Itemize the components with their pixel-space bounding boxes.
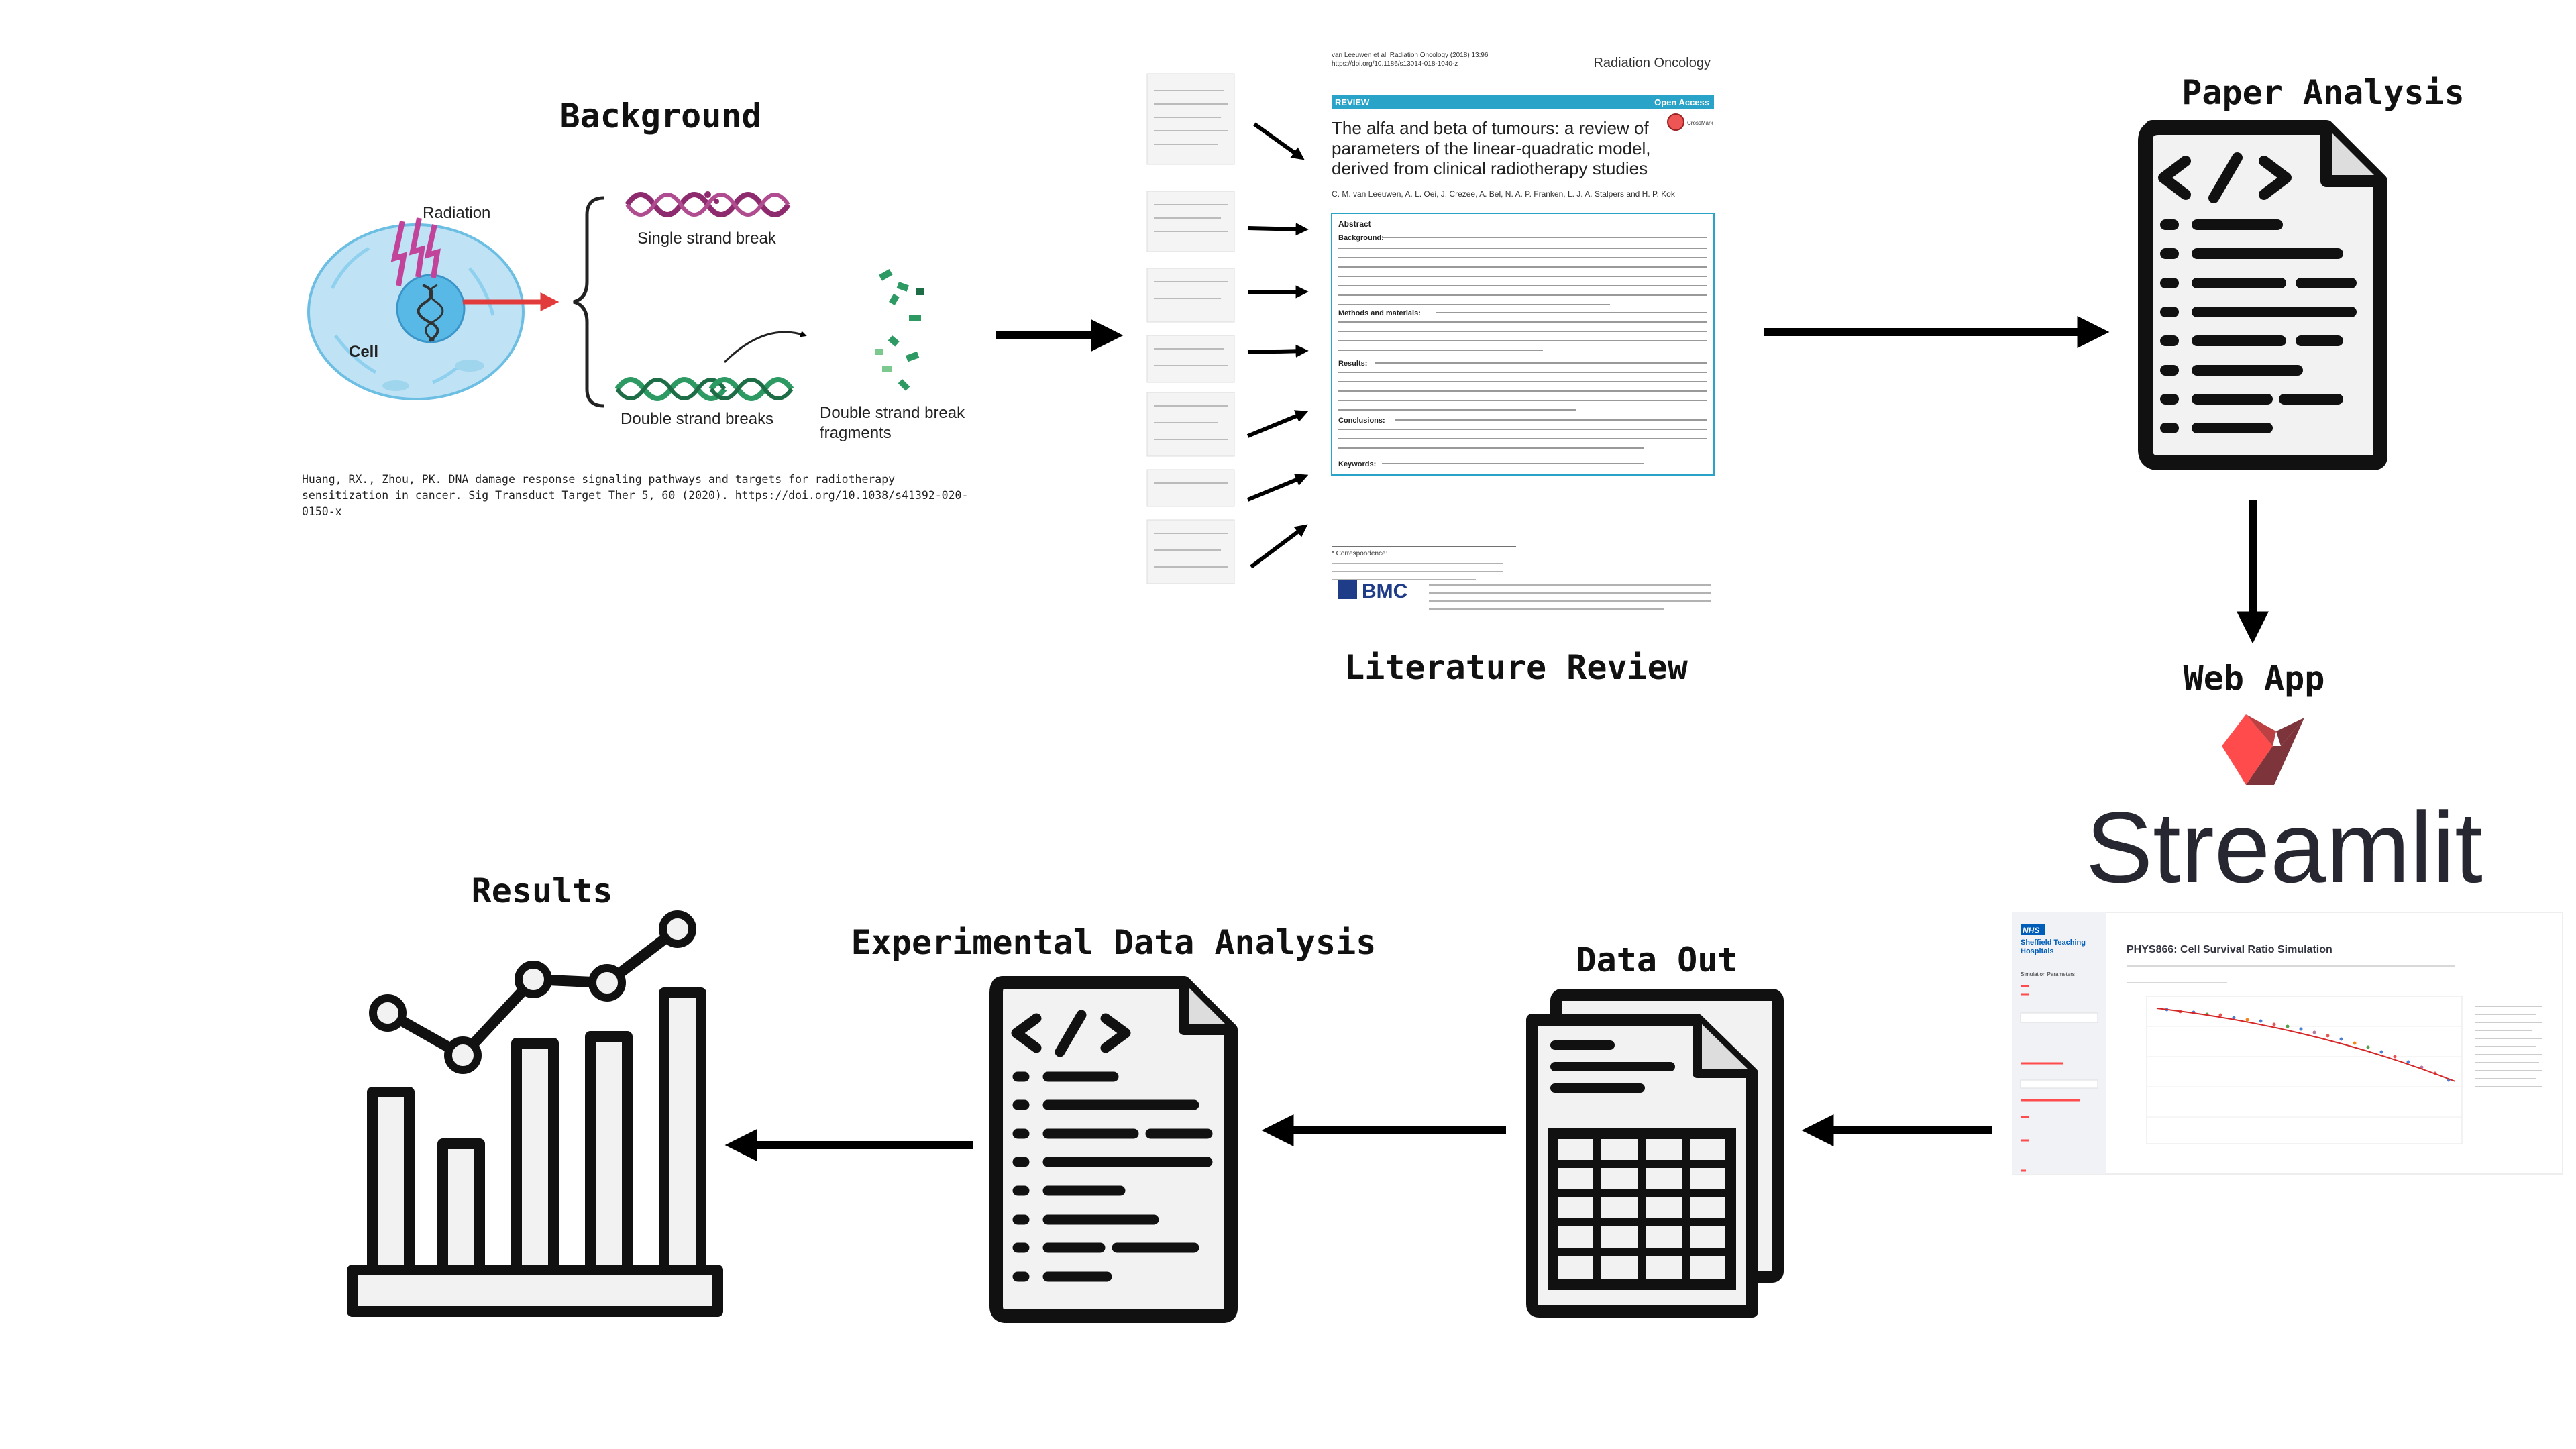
review-paper: van Leeuwen et al. Radiation Oncology (2… bbox=[1328, 47, 1717, 610]
paper-keywords: Keywords: bbox=[1338, 460, 1376, 468]
app-plot-area bbox=[2146, 996, 2463, 1144]
document-table-icon bbox=[1526, 989, 1784, 1318]
bmc-logo-icon bbox=[1338, 580, 1357, 599]
abstract-results: Results: bbox=[1338, 360, 1367, 368]
abstract-background: Background: bbox=[1338, 234, 1384, 242]
trust-name-2: Hospitals bbox=[2021, 947, 2054, 955]
document-code-icon-2 bbox=[989, 976, 1238, 1323]
bar-line-chart-icon bbox=[347, 910, 723, 1317]
section-title-data-out: Data Out bbox=[1576, 941, 1738, 979]
section-title-experimental-analysis: Experimental Data Analysis bbox=[851, 923, 1377, 962]
section-title-paper-analysis: Paper Analysis bbox=[2182, 73, 2464, 112]
trust-name-1: Sheffield Teaching bbox=[2021, 938, 2086, 947]
double-strand-label: Double strand breaks bbox=[621, 410, 773, 428]
app-sidebar bbox=[2012, 912, 2106, 1174]
paper-title-2: parameters of the linear-quadratic model… bbox=[1332, 138, 1650, 158]
crossmark-label: CrossMark bbox=[1687, 120, 1714, 126]
document-code-icon bbox=[2138, 120, 2387, 470]
paper-header-1: van Leeuwen et al. Radiation Oncology (2… bbox=[1332, 52, 1489, 59]
review-tag: REVIEW bbox=[1335, 97, 1370, 107]
fragments-label-1: Double strand break bbox=[820, 404, 965, 422]
section-title-web-app: Web App bbox=[2184, 659, 2325, 698]
citation-line-1: Huang, RX., Zhou, PK. DNA damage respons… bbox=[302, 473, 895, 486]
section-title-literature-review: Literature Review bbox=[1344, 648, 1688, 687]
citation-line-2: sensitization in cancer. Sig Transduct T… bbox=[302, 489, 968, 502]
dna-fragments-icon bbox=[875, 268, 924, 391]
single-strand-dna-icon bbox=[625, 191, 791, 217]
cell-illustration bbox=[307, 217, 559, 400]
abstract-text-lines bbox=[1338, 237, 1707, 464]
abstract-box bbox=[1331, 213, 1715, 476]
streamlit-crown-icon bbox=[2222, 714, 2304, 785]
abstract-heading: Abstract bbox=[1338, 219, 1371, 229]
fragments-label-2: fragments bbox=[820, 424, 892, 442]
abstract-methods: Methods and materials: bbox=[1338, 309, 1421, 317]
paper-thumbnails bbox=[1146, 73, 1235, 584]
thumbnail-arrows bbox=[1246, 122, 1309, 569]
double-strand-dna-icon bbox=[614, 331, 807, 401]
abstract-conclusions: Conclusions: bbox=[1338, 417, 1385, 425]
bmc-logo-text: BMC bbox=[1362, 580, 1407, 602]
cell-label: Cell bbox=[349, 343, 378, 361]
webapp-screenshot: NHS Sheffield Teaching Hospitals Simulat… bbox=[2012, 912, 2563, 1175]
section-title-results: Results bbox=[472, 871, 613, 910]
paper-authors: C. M. van Leeuwen, A. L. Oei, J. Crezee,… bbox=[1332, 189, 1676, 199]
paper-title-3: derived from clinical radiotherapy studi… bbox=[1332, 158, 1648, 178]
app-legend bbox=[2475, 1006, 2542, 1087]
bracket bbox=[573, 196, 604, 408]
open-access-tag: Open Access bbox=[1654, 97, 1709, 107]
nhs-logo-text: NHS bbox=[2023, 926, 2039, 935]
single-strand-label: Single strand break bbox=[637, 229, 777, 248]
radiation-label: Radiation bbox=[423, 204, 490, 222]
journal-name: Radiation Oncology bbox=[1593, 56, 1711, 70]
sim-params-label: Simulation Parameters bbox=[2021, 971, 2075, 977]
streamlit-wordmark: Streamlit bbox=[2086, 791, 2483, 904]
citation-line-3: 0150-x bbox=[302, 505, 342, 518]
review-banner bbox=[1332, 95, 1714, 109]
nhs-logo-icon bbox=[2021, 924, 2045, 935]
section-title-background: Background bbox=[559, 97, 761, 136]
crossmark-icon bbox=[1667, 113, 1684, 131]
app-title: PHYS866: Cell Survival Ratio Simulation bbox=[2127, 944, 2332, 955]
paper-title-1: The alfa and beta of tumours: a review o… bbox=[1332, 118, 1649, 138]
app-fit-curve bbox=[2156, 1008, 2456, 1082]
paper-correspondence: * Correspondence: bbox=[1332, 550, 1387, 557]
paper-header-2: https://doi.org/10.1186/s13014-018-1040-… bbox=[1332, 60, 1458, 68]
